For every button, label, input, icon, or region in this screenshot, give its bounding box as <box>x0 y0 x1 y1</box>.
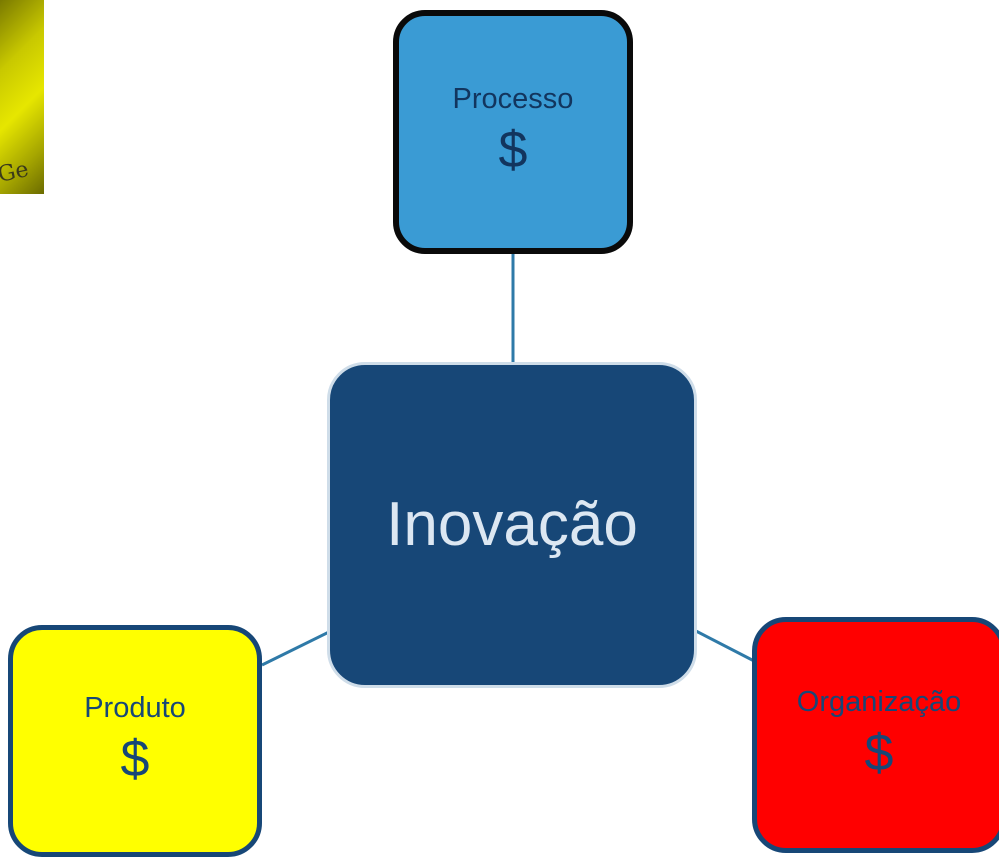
process-value: $ <box>498 121 528 180</box>
organization-label: Organização <box>796 686 962 719</box>
organization-value: $ <box>864 724 894 783</box>
logo-image-fragment: Ge <box>0 0 44 194</box>
center-label: Inovação <box>386 489 638 559</box>
connector-organization <box>693 628 759 665</box>
product-label: Produto <box>84 692 186 725</box>
center-node: Inovação <box>327 362 697 688</box>
organization-node: Organização $ <box>752 617 999 853</box>
process-node: Processo $ <box>393 10 633 254</box>
product-value: $ <box>120 730 150 789</box>
product-node: Produto $ <box>8 625 262 857</box>
process-label: Processo <box>452 83 574 116</box>
connector-product <box>261 628 334 667</box>
